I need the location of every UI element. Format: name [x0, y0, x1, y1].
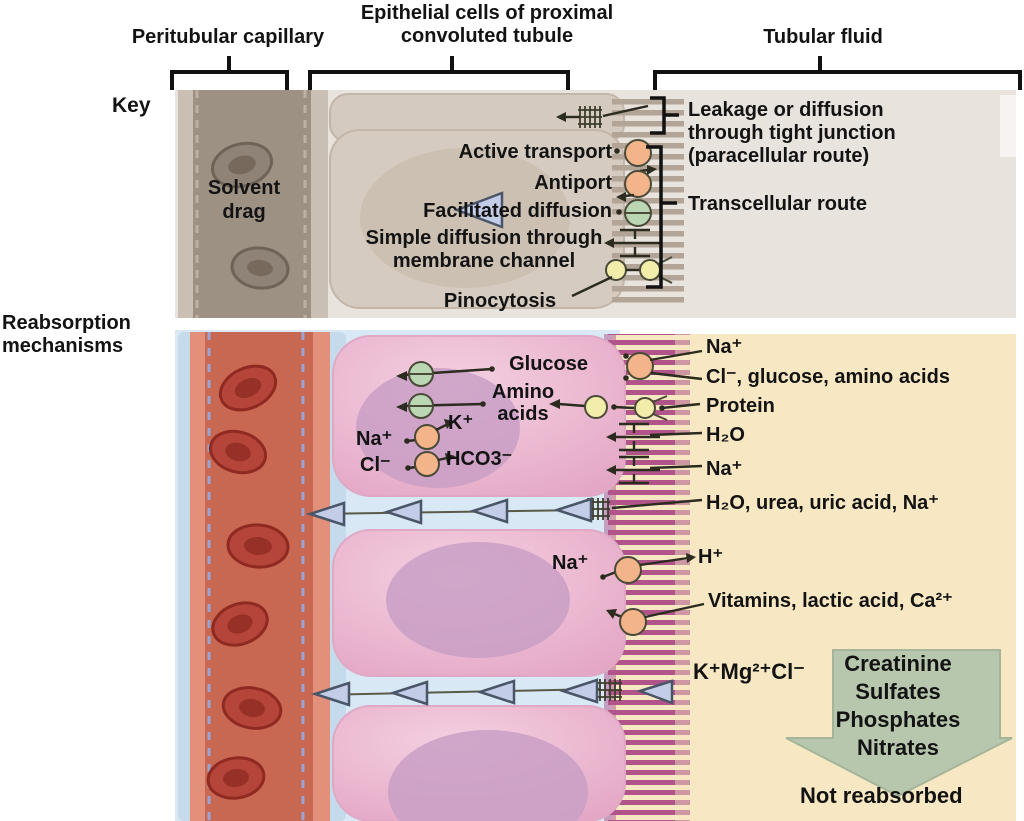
label-na-antiport: Na⁺ [552, 552, 589, 574]
label-glucose: Glucose [509, 353, 588, 375]
label-tubular-h-secretion: H⁺ [698, 546, 723, 568]
label-simple-diffusion: Simple diffusion through membrane channe… [365, 227, 603, 272]
label-amino-acids: Amino acids [491, 381, 555, 425]
main-panel-art [175, 330, 1016, 821]
header-brackets [170, 56, 1022, 90]
header-tubular-fluid: Tubular fluid [763, 26, 883, 48]
not-reabsorbed-arrow [785, 649, 1013, 798]
label-tubular-paracellular: H₂O, urea, uric acid, Na⁺ [706, 492, 939, 514]
header-peritubular-capillary: Peritubular capillary [131, 26, 325, 48]
label-transcellular-route: Transcellular route [688, 193, 867, 215]
label-active-transport: Active transport [458, 141, 612, 163]
label-tubular-h2o: H₂O [706, 424, 745, 446]
label-not-reabsorbed: Not reabsorbed [800, 783, 963, 808]
label-tubular-vitamins: Vitamins, lactic acid, Ca²⁺ [708, 590, 953, 612]
label-hco3: HCO3⁻ [446, 448, 513, 470]
reabsorption-mechanisms-heading: Reabsorption mechanisms [2, 312, 131, 357]
substance-phosphates: Phosphates [835, 707, 961, 732]
label-k-mg-cl: K⁺Mg²⁺Cl⁻ [693, 659, 805, 684]
header-epithelial-cells: Epithelial cells of proximal convoluted … [360, 2, 614, 47]
label-pinocytosis: Pinocytosis [443, 290, 557, 312]
epithelial-cells [332, 335, 626, 821]
label-cl-exchanger: Cl⁻ [360, 454, 391, 476]
label-leakage-paracellular: Leakage or diffusion through tight junct… [688, 99, 896, 167]
substance-creatinine: Creatinine [844, 651, 952, 676]
label-na-pump: Na⁺ [356, 428, 393, 450]
main-transport-symbols [305, 349, 1013, 798]
not-reabsorbed-substances: Creatinine Sulfates Phosphates Nitrates [818, 650, 978, 762]
label-tubular-na-channel: Na⁺ [706, 458, 743, 480]
label-solvent-drag: Solvent drag [207, 177, 281, 223]
label-tubular-protein: Protein [706, 395, 775, 417]
label-tubular-na-symport: Na⁺ [706, 336, 743, 358]
substance-nitrates: Nitrates [857, 735, 939, 760]
key-heading: Key [112, 94, 151, 117]
label-antiport: Antiport [534, 172, 612, 194]
substance-sulfates: Sulfates [855, 679, 941, 704]
label-tubular-cl-glucose-aa: Cl⁻, glucose, amino acids [706, 366, 950, 388]
key-panel-art [175, 90, 1016, 318]
label-facilitated-diffusion: Facilitated diffusion [423, 200, 612, 222]
label-k-pump: K⁺ [448, 412, 473, 434]
red-blood-cells [206, 364, 290, 800]
